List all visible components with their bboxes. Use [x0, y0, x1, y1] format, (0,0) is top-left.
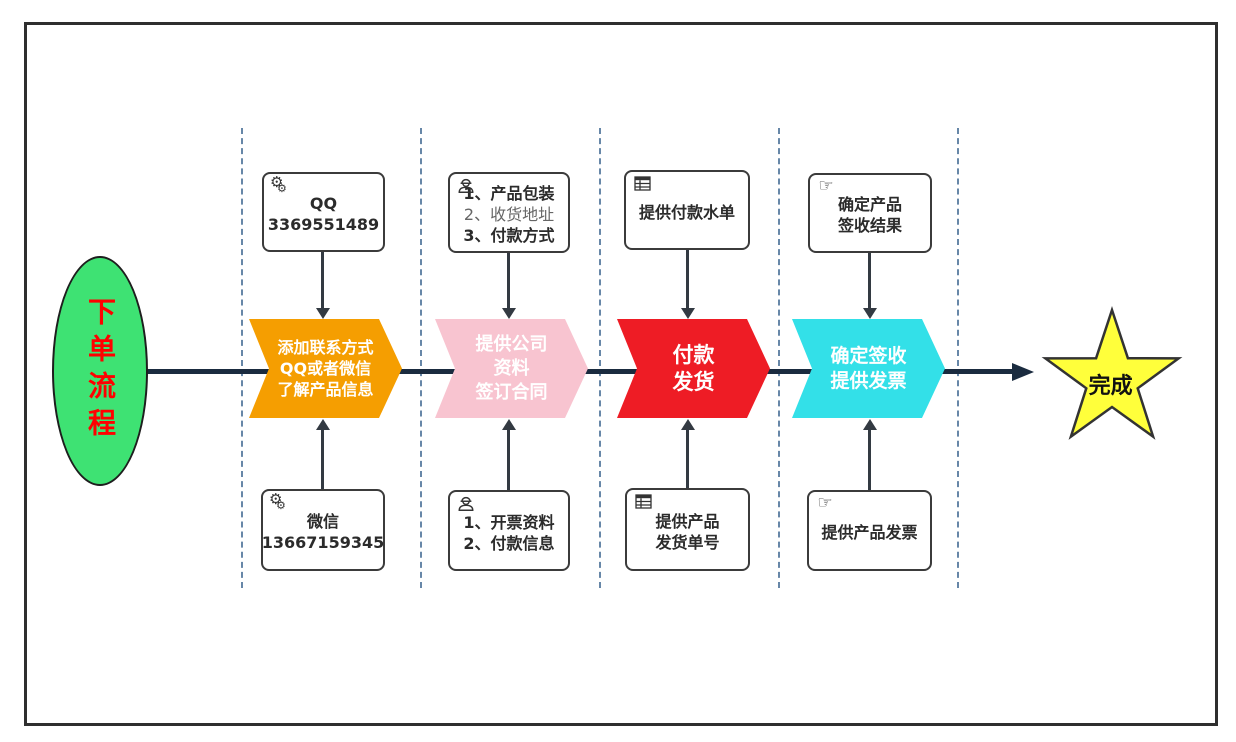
box-line: 1、开票资料 [463, 512, 555, 532]
chevron-line: 提供公司 [475, 333, 548, 355]
chevron-line: 了解产品信息 [277, 380, 374, 399]
connector-line [868, 429, 871, 491]
chevron-line: 付款 [672, 342, 715, 367]
arrow-down-icon [681, 308, 695, 319]
arrow-up-icon [502, 419, 516, 430]
gears-icon: ⚙⚙ [269, 490, 286, 512]
connector-line [321, 250, 324, 310]
lane-divider [778, 128, 780, 588]
box-line: QQ [309, 194, 338, 213]
star-icon [1041, 306, 1183, 440]
stage4-top-box: ☞ 确定产品 签收结果 [808, 173, 932, 253]
chevron-line: QQ或者微信 [279, 359, 372, 378]
box-line: 微信 [306, 512, 339, 531]
start-oval-label: 下单流程 [84, 297, 117, 445]
box-line: 2、付款信息 [463, 533, 555, 553]
connector-line [868, 251, 871, 310]
stage3-chevron: 付款 发货 [617, 319, 770, 418]
finish-star-label: 完成 [1088, 374, 1133, 400]
box-line: 3、付款方式 [463, 226, 555, 245]
stage3-bottom-box: 提供产品 发货单号 [625, 488, 750, 571]
box-line: 2、收货地址 [463, 205, 555, 224]
lane-divider [241, 128, 243, 588]
arrow-down-icon [502, 308, 516, 319]
box-line: 提供付款水单 [638, 202, 735, 222]
arrow-down-icon [863, 308, 877, 319]
stage4-chevron: 确定签收 提供发票 [792, 319, 945, 418]
stage3-top-box: 提供付款水单 [624, 170, 750, 250]
gears-icon: ⚙⚙ [270, 173, 287, 195]
stage4-bottom-box: ☞ 提供产品发票 [807, 490, 932, 571]
connector-line [321, 429, 324, 489]
box-line: 提供产品发票 [821, 523, 918, 542]
table-icon [633, 493, 653, 513]
finish-star: 完成 [1039, 306, 1185, 451]
box-line: 3369551489 [267, 215, 380, 234]
chevron-line: 资料 [493, 357, 530, 379]
stage2-bottom-box: 1、开票资料 2、付款信息 [448, 490, 570, 571]
arrow-up-icon [863, 419, 877, 430]
stage2-chevron: 提供公司 资料 签订合同 [435, 319, 588, 418]
stage1-chevron: 添加联系方式 QQ或者微信 了解产品信息 [249, 319, 402, 418]
worker-icon [456, 495, 476, 515]
connector-line [686, 429, 689, 489]
arrow-up-icon [681, 419, 695, 430]
lane-divider [420, 128, 422, 588]
chevron-line: 添加联系方式 [277, 338, 374, 357]
hand-icon: ☞ [817, 493, 833, 513]
lane-divider [957, 128, 959, 588]
box-line: 13667159345 [261, 533, 385, 552]
stage1-bottom-box: ⚙⚙ 微信 13667159345 [261, 489, 385, 571]
arrow-down-icon [316, 308, 330, 319]
main-flow-arrowhead-icon [1012, 363, 1034, 381]
chevron-line: 提供发票 [830, 369, 907, 392]
connector-line [507, 251, 510, 310]
box-line: 签收结果 [837, 216, 902, 235]
connector-line [507, 429, 510, 490]
connector-line [686, 248, 689, 310]
stage1-top-box: ⚙⚙ QQ 3369551489 [262, 172, 385, 252]
box-line: 发货单号 [655, 532, 720, 552]
box-line: 提供产品 [655, 511, 720, 531]
lane-divider [599, 128, 601, 588]
hand-icon: ☞ [818, 176, 834, 196]
arrow-up-icon [316, 419, 330, 430]
chevron-line: 签订合同 [475, 381, 548, 403]
box-line: 确定产品 [837, 195, 902, 214]
worker-icon [456, 177, 476, 197]
table-icon [632, 175, 652, 195]
box-line: 1、产品包装 [463, 184, 555, 203]
start-oval: 下单流程 [52, 256, 148, 486]
chevron-line: 发货 [672, 369, 715, 394]
stage2-top-box: 1、产品包装 2、收货地址 3、付款方式 [448, 172, 570, 253]
chevron-line: 确定签收 [830, 344, 907, 367]
